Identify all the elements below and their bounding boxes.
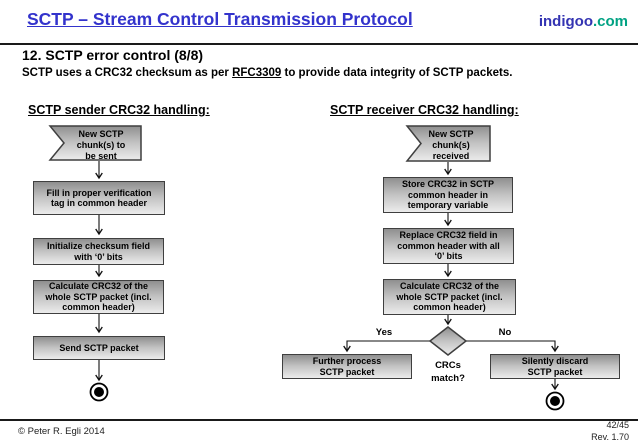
yes-branch-connector [343, 340, 430, 353]
brand-logo[interactable]: indigoo.com [539, 13, 628, 30]
process-box-store-crc32: Store CRC32 in SCTP common header in tem… [383, 177, 513, 213]
decision-diamond [428, 326, 468, 356]
intro-text-suffix: to provide data integrity of SCTP packet… [281, 67, 513, 79]
no-branch-connector [466, 340, 559, 353]
start-node-sender [48, 125, 142, 161]
no-branch-label: No [498, 327, 512, 338]
yes-branch-label: Yes [375, 327, 393, 338]
rfc3309-link[interactable]: RFC3309 [232, 67, 282, 79]
copyright-text: © Peter R. Egli 2014 [18, 426, 105, 437]
brand-name: indigoo [538, 13, 593, 30]
process-box-sender-calculate-crc32: Calculate CRC32 of the whole SCTP packet… [33, 280, 164, 314]
start-node-receiver [405, 125, 491, 162]
process-box-send-packet: Send SCTP packet [33, 336, 165, 360]
page-info: 42/45 Rev. 1.70 [591, 421, 629, 442]
sender-flow-title: SCTP sender CRC32 handling: [28, 103, 210, 117]
slide-intro: SCTP uses a CRC32 checksum as per RFC330… [22, 67, 512, 79]
process-box-silently-discard: Silently discard SCTP packet [490, 354, 620, 379]
process-box-fill-verification-tag: Fill in proper verification tag in commo… [33, 181, 165, 215]
intro-text-prefix: SCTP uses a CRC32 checksum as per [22, 67, 233, 79]
receiver-flow-title: SCTP receiver CRC32 handling: [330, 103, 519, 117]
end-node-inner-dot [94, 387, 104, 397]
end-node-receiver [545, 391, 565, 411]
brand-tld: .com [592, 13, 628, 30]
revision-number: Rev. 1.70 [591, 431, 629, 442]
page-number: 42/45 [606, 420, 629, 430]
slide-heading: 12. SCTP error control (8/8) [22, 47, 204, 63]
page-title: SCTP – Stream Control Transmission Proto… [27, 9, 413, 29]
start-node-sender-label: New SCTP chunk(s) to be sent [76, 129, 126, 161]
end-node-sender [89, 382, 109, 402]
decision-label: CRCs match? [431, 360, 465, 384]
start-node-receiver-label: New SCTP chunk(s) received [428, 129, 474, 161]
process-box-replace-crc32: Replace CRC32 field in common header wit… [383, 228, 514, 264]
footer-divider [0, 419, 638, 421]
process-box-receiver-calculate-crc32: Calculate CRC32 of the whole SCTP packet… [383, 279, 516, 315]
end-node-inner-dot [550, 396, 560, 406]
process-box-further-process: Further process SCTP packet [282, 354, 412, 379]
process-box-initialize-checksum: Initialize checksum field with ‘0’ bits [33, 238, 164, 265]
header-divider [0, 43, 638, 45]
